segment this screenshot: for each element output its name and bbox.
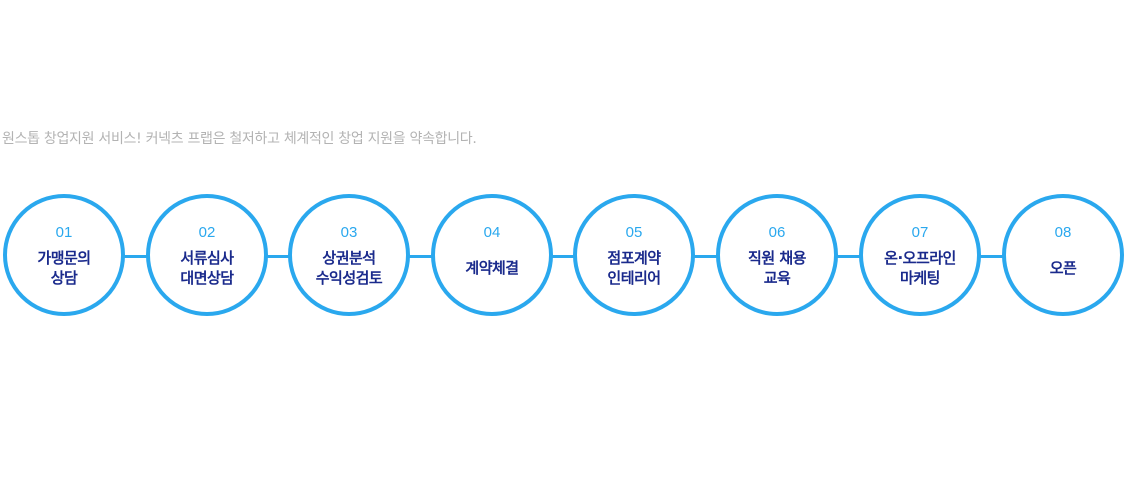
step-label: 점포계약 인테리어 xyxy=(581,248,687,288)
step-label-line1: 점포계약 xyxy=(607,249,661,267)
step-circle-03: 03 상권분석 수익성검토 xyxy=(288,194,410,316)
step-circle-05: 05 점포계약 인테리어 xyxy=(573,194,695,316)
step-number: 06 xyxy=(768,224,786,241)
step-circle-07: 07 온·오프라인 마케팅 xyxy=(859,194,981,316)
step-label-line1: 가맹문의 xyxy=(37,249,91,267)
step-circle-01: 01 가맹문의 상담 xyxy=(3,194,125,316)
step-number: 02 xyxy=(198,224,216,241)
step-circle-08: 08 오픈 xyxy=(1002,194,1124,316)
step-number: 04 xyxy=(483,224,501,241)
step-circle-04: 04 계약체결 xyxy=(431,194,553,316)
step-number: 03 xyxy=(340,224,358,241)
step-label: 온·오프라인 마케팅 xyxy=(867,248,973,288)
step-label-line2: 수익성검토 xyxy=(315,269,383,287)
step-label: 계약체결 xyxy=(439,248,545,288)
step-label-line1: 온·오프라인 xyxy=(884,249,956,267)
step-label-line2: 대면상담 xyxy=(180,269,234,287)
step-number: 05 xyxy=(625,224,643,241)
step-circle-06: 06 직원 채용 교육 xyxy=(716,194,838,316)
step-number: 01 xyxy=(55,224,73,241)
timeline-connector-line xyxy=(60,255,1071,258)
step-circle-02: 02 서류심사 대면상담 xyxy=(146,194,268,316)
step-label: 가맹문의 상담 xyxy=(11,248,117,288)
step-label-line2: 인테리어 xyxy=(607,269,661,287)
step-label-line2: 마케팅 xyxy=(900,269,940,287)
step-label-line2: 상담 xyxy=(50,269,78,287)
step-label-line1: 계약체결 xyxy=(465,259,519,277)
step-label: 상권분석 수익성검토 xyxy=(296,248,402,288)
step-label-line1: 오픈 xyxy=(1049,259,1077,277)
step-label-line1: 직원 채용 xyxy=(748,249,806,267)
intro-text: 원스톱 창업지원 서비스! 커넥츠 프랩은 철저하고 체계적인 창업 지원을 약… xyxy=(2,131,477,147)
step-number: 07 xyxy=(911,224,929,241)
step-label-line2: 교육 xyxy=(763,269,791,287)
step-number: 08 xyxy=(1054,224,1072,241)
step-label-line1: 상권분석 xyxy=(322,249,376,267)
step-label-line1: 서류심사 xyxy=(180,249,234,267)
process-timeline: 01 가맹문의 상담 02 서류심사 대면상담 03 상권분석 수익성검토 04… xyxy=(0,194,1131,322)
step-label: 서류심사 대면상담 xyxy=(154,248,260,288)
step-label: 오픈 xyxy=(1010,248,1116,288)
step-label: 직원 채용 교육 xyxy=(724,248,830,288)
